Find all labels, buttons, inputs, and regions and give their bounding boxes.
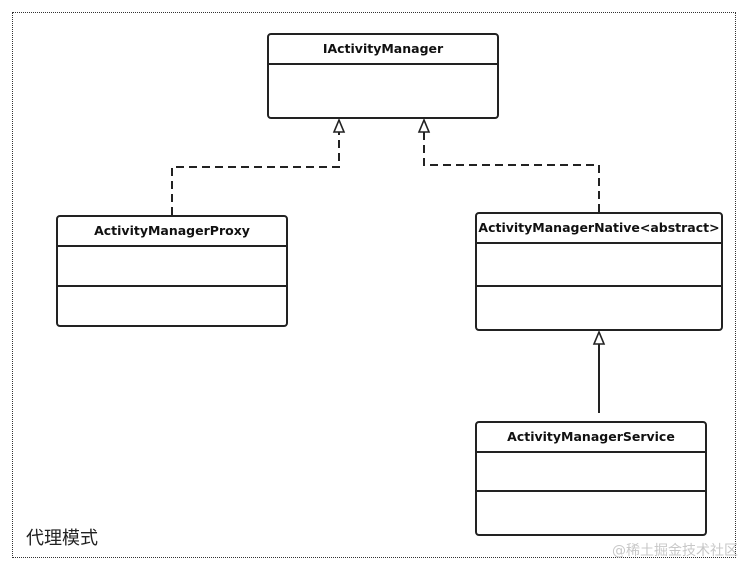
class-name: IActivityManager <box>269 35 497 65</box>
class-body <box>269 65 497 117</box>
native-realization-line <box>423 130 600 212</box>
class-activitymanagerservice: ActivityManagerService <box>475 421 707 536</box>
diagram-caption: 代理模式 <box>26 528 98 549</box>
diagram-frame <box>12 12 736 558</box>
class-iactivitymanager: IActivityManager <box>267 33 499 119</box>
class-activitymanagerproxy: ActivityManagerProxy <box>56 215 288 327</box>
class-attributes <box>477 244 721 287</box>
class-operations <box>58 287 286 325</box>
class-operations <box>477 492 705 534</box>
class-attributes <box>477 453 705 492</box>
class-attributes <box>58 247 286 287</box>
class-name: ActivityManagerProxy <box>58 217 286 247</box>
service-generalization-arrowhead <box>592 329 606 345</box>
class-operations <box>477 287 721 329</box>
proxy-realization-arrowhead <box>332 117 346 133</box>
class-name: ActivityManagerService <box>477 423 705 453</box>
watermark: @稀土掘金技术社区 <box>612 543 738 559</box>
proxy-realization-line <box>171 130 340 215</box>
class-activitymanagernative: ActivityManagerNative<abstract> <box>475 212 723 331</box>
native-realization-arrowhead <box>417 117 431 133</box>
class-name: ActivityManagerNative<abstract> <box>477 214 721 244</box>
